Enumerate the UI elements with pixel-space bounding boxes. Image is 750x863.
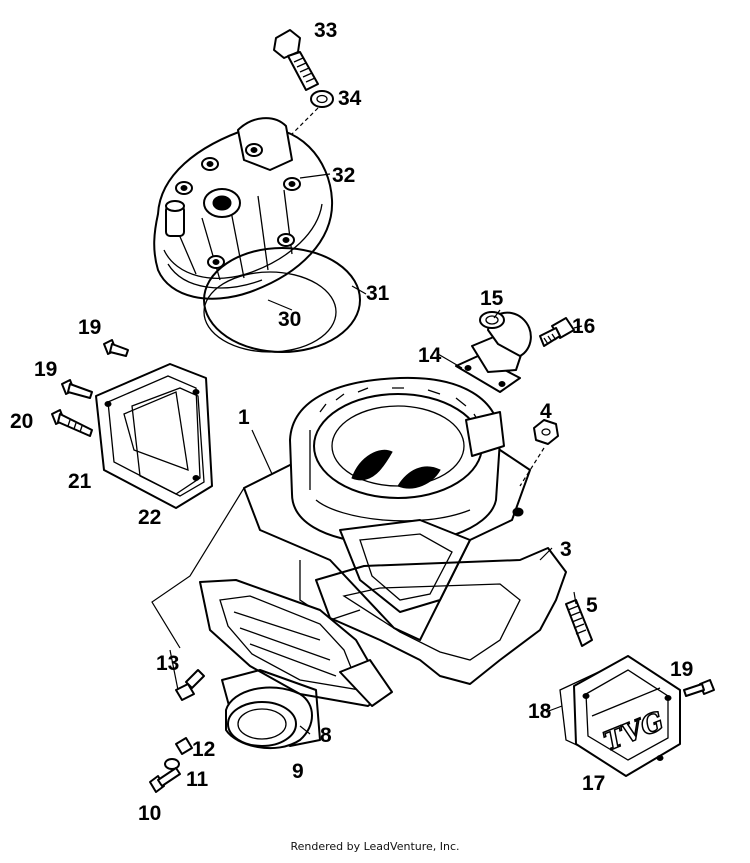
callout-1-0: 1 (238, 406, 250, 429)
stud-5 (565, 599, 593, 647)
elbow-fitting-15 (471, 311, 532, 373)
bolt-19-upper (103, 339, 129, 357)
callout-14-10: 14 (418, 344, 442, 367)
bolt-19-right (683, 679, 715, 697)
bolt-20 (51, 409, 93, 437)
callout-19-16: 19 (34, 358, 57, 381)
callout-19-15: 19 (78, 316, 101, 339)
bolt-19-middle (61, 379, 93, 399)
callout-11-7: 11 (186, 768, 209, 791)
callout-34-25: 34 (338, 87, 362, 110)
washer-34 (310, 90, 334, 108)
footer-credit: Rendered by LeadVenture, Inc. (290, 840, 460, 853)
callout-20-18: 20 (10, 410, 33, 433)
callout-9-5: 9 (292, 760, 304, 783)
cylinder-1 (243, 376, 531, 641)
washer-11 (164, 758, 180, 770)
callout-13-9: 13 (156, 652, 179, 675)
bolt-16 (539, 317, 575, 347)
callout-10-6: 10 (138, 802, 161, 825)
callout-12-8: 12 (192, 738, 215, 761)
callout-30-21: 30 (278, 308, 301, 331)
callout-8-4: 8 (320, 724, 332, 747)
callout-labels: 1345891011121314151617181919192021223031… (10, 19, 693, 825)
bolt-13 (175, 669, 205, 701)
callout-3-1: 3 (560, 538, 572, 561)
base-gasket-3 (315, 547, 567, 685)
gasket-22 (131, 387, 205, 497)
callout-22-20: 22 (138, 506, 161, 529)
callout-21-19: 21 (68, 470, 92, 493)
screw-10 (149, 767, 181, 793)
nut-4 (533, 419, 559, 445)
valve-cover-21 (95, 363, 213, 509)
clip-12 (175, 737, 193, 755)
valve-cover-17: TVG (573, 655, 681, 777)
callout-16-12: 16 (572, 315, 595, 338)
o-ring-30 (203, 271, 337, 353)
callout-19-17: 19 (670, 658, 693, 681)
callout-15-11: 15 (480, 287, 504, 310)
callout-4-2: 4 (540, 400, 552, 423)
callout-31-22: 31 (366, 282, 390, 305)
callout-33-24: 33 (314, 19, 337, 42)
gasket-14 (455, 355, 521, 393)
leader-lines (151, 173, 583, 735)
cylinder-head-32 (153, 117, 334, 300)
bolt-33 (273, 29, 319, 91)
callout-5-3: 5 (586, 594, 598, 617)
callout-17-13: 17 (582, 772, 605, 795)
reed-valve-13 (199, 579, 393, 707)
intake-boot-9 (225, 686, 313, 749)
callout-32-23: 32 (332, 164, 355, 187)
callout-18-14: 18 (528, 700, 552, 723)
